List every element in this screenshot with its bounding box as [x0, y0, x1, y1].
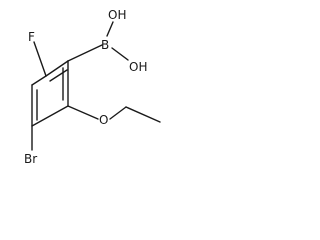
bond-ring-to-boron: [67, 44, 103, 62]
ring-bond-c4-c5: [31, 75, 47, 86]
structure-canvas: F B OH OH O Br: [0, 0, 182, 178]
ring-double-bond-inner-3: [49, 69, 68, 82]
bond-boron-to-oh-top: [106, 21, 114, 37]
bond-ethyl-to-methyl: [125, 106, 161, 123]
bond-ring-to-fluorine: [33, 41, 47, 77]
molecule-drawing: F B OH OH O Br: [24, 8, 161, 166]
ring-bond-c5-c6: [45, 60, 69, 77]
boron-label: B: [101, 38, 109, 52]
bond-ring-to-oxygen: [67, 105, 99, 120]
fluorine-label: F: [28, 30, 35, 44]
ether-oxygen-label: O: [99, 113, 108, 127]
bond-boron-to-oh-bottom: [111, 47, 129, 61]
hydroxyl-top-label: OH: [108, 8, 126, 22]
bond-oxygen-to-ethyl: [109, 106, 127, 120]
hydroxyl-bottom-label: OH: [129, 60, 147, 74]
bromine-label: Br: [24, 152, 37, 166]
ring-bond-c2-c3: [31, 105, 69, 127]
